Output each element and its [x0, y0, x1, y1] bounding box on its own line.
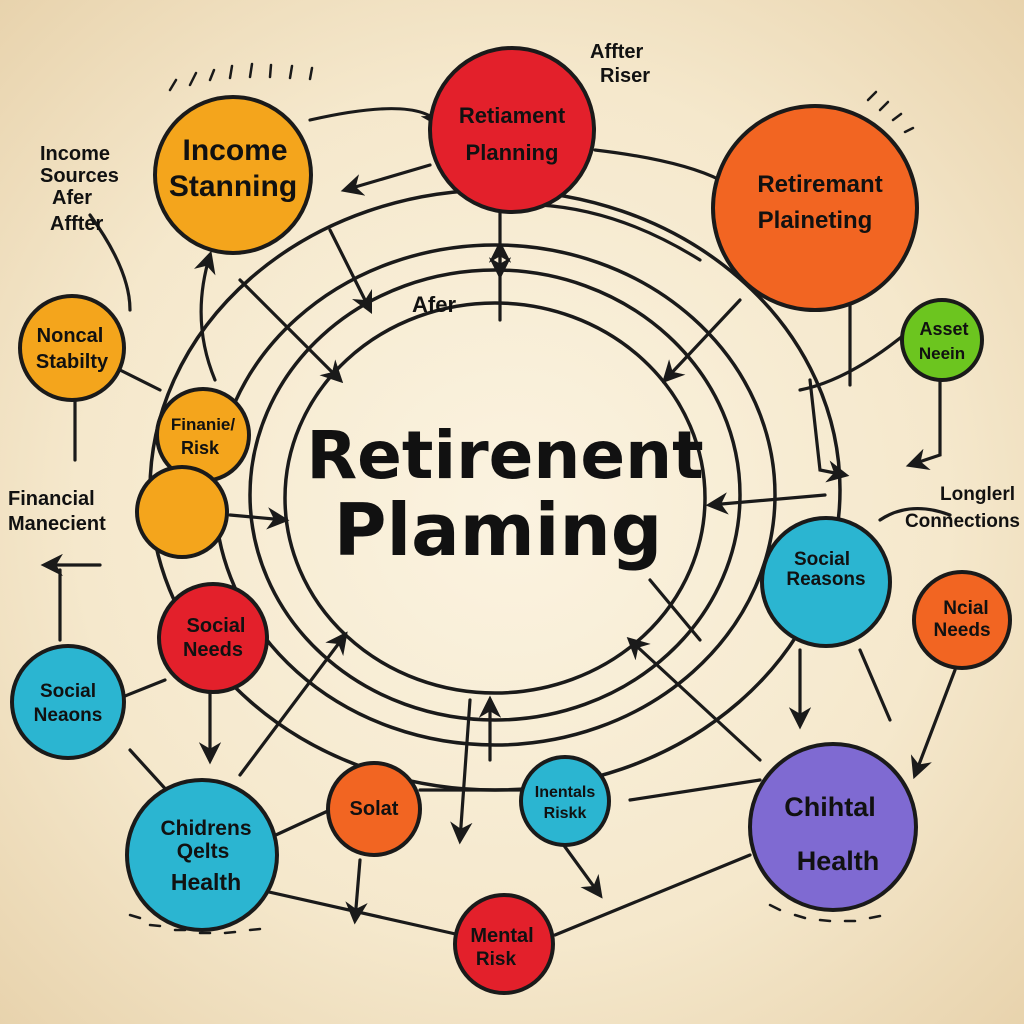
node-label: Income — [182, 134, 287, 167]
node-circle — [519, 755, 611, 847]
node-blank-orange[interactable] — [135, 465, 229, 559]
node-label: Qelts — [177, 840, 230, 863]
node-mental-risk[interactable]: Mental Risk — [453, 893, 555, 995]
node-label: Risk — [476, 949, 517, 970]
node-label: Asset — [919, 319, 968, 339]
node-social-needs-left[interactable]: Social Needs — [157, 582, 269, 694]
node-chihtal-health[interactable]: Chihtal Health — [748, 742, 918, 912]
node-label: Reasons — [786, 569, 865, 590]
node-income-stanning[interactable]: Income Stanning — [153, 95, 313, 255]
node-label: Stabilty — [36, 351, 109, 373]
free-label: Afer — [52, 187, 92, 209]
central-title: Retirenent Plaming — [306, 417, 703, 572]
connection-lines — [40, 103, 957, 937]
node-social-neaons[interactable]: Social Neaons — [10, 644, 126, 760]
title-line-2: Plaming — [334, 488, 663, 572]
node-circle — [125, 778, 279, 932]
node-label: Social — [40, 681, 96, 702]
node-chidrens-health[interactable]: Chidrens Qelts Health — [125, 778, 279, 932]
node-social-reasons-right[interactable]: Social Reasons — [760, 516, 892, 648]
label-longlerl-connections: Longlerl Connections — [905, 484, 1020, 532]
node-retiremant-plaineting[interactable]: Retiremant Plaineting — [711, 104, 919, 312]
free-label: Financial — [8, 488, 95, 510]
node-circle — [10, 644, 126, 760]
free-label: Connections — [905, 511, 1020, 532]
free-label: Affter — [50, 213, 104, 235]
node-circle — [748, 742, 918, 912]
node-circle — [453, 893, 555, 995]
node-label: Risk — [181, 438, 220, 458]
free-label: Sources — [40, 165, 119, 187]
node-label: Retiremant — [757, 171, 882, 198]
node-circle — [912, 570, 1012, 670]
node-label: Inentals — [535, 784, 596, 801]
label-financial-manecient: Financial Manecient — [8, 488, 106, 535]
node-label: Noncal — [37, 325, 104, 347]
node-circle — [135, 465, 229, 559]
node-ncial-needs[interactable]: Ncial Needs — [912, 570, 1012, 670]
node-label: Neein — [919, 344, 965, 363]
label-after-riser: Affter Riser — [590, 41, 650, 87]
node-label: Chidrens — [160, 817, 251, 840]
node-circle — [326, 761, 422, 857]
node-circle — [760, 516, 892, 648]
hatch-marks — [128, 62, 915, 935]
node-circle — [153, 95, 313, 255]
free-label: Affter — [590, 41, 644, 63]
node-label: Stanning — [169, 170, 297, 203]
node-label: Needs — [183, 639, 243, 661]
node-label: Social — [794, 549, 850, 570]
node-label: Health — [797, 846, 880, 876]
free-label: Longlerl — [940, 484, 1015, 505]
node-circle — [711, 104, 919, 312]
node-circle — [428, 46, 596, 214]
node-label: Ncial — [943, 598, 988, 619]
node-asset-neein[interactable]: Asset Neein — [900, 298, 984, 382]
node-label: Social — [187, 615, 246, 637]
node-label: Finanie/ — [171, 415, 236, 434]
node-noncal-stabilty[interactable]: Noncal Stabilty — [18, 294, 126, 402]
node-label: Needs — [933, 620, 990, 641]
node-label: Planning — [466, 140, 559, 165]
node-label: Solat — [350, 798, 399, 820]
title-line-1: Retirenent — [306, 417, 703, 494]
free-label: Income — [40, 143, 110, 165]
label-income-sources: Income Sources Afer Affter — [40, 143, 119, 235]
node-circle — [157, 582, 269, 694]
node-inentals-riskk[interactable]: Inentals Riskk — [519, 755, 611, 847]
free-label: Manecient — [8, 513, 106, 535]
free-label: Riser — [600, 65, 650, 87]
node-circle — [900, 298, 984, 382]
node-label: Plaineting — [758, 207, 873, 234]
node-label: Health — [171, 869, 241, 895]
node-retiament-planning[interactable]: Retiament Planning — [428, 46, 596, 214]
node-circle — [18, 294, 126, 402]
node-label: Mental — [470, 925, 533, 947]
label-afer: Afer — [412, 292, 456, 317]
node-label: Neaons — [34, 705, 103, 726]
node-label: Chihtal — [784, 792, 876, 822]
node-label: Retiament — [459, 103, 566, 128]
node-solat[interactable]: Solat — [326, 761, 422, 857]
node-label: Riskk — [544, 805, 587, 822]
